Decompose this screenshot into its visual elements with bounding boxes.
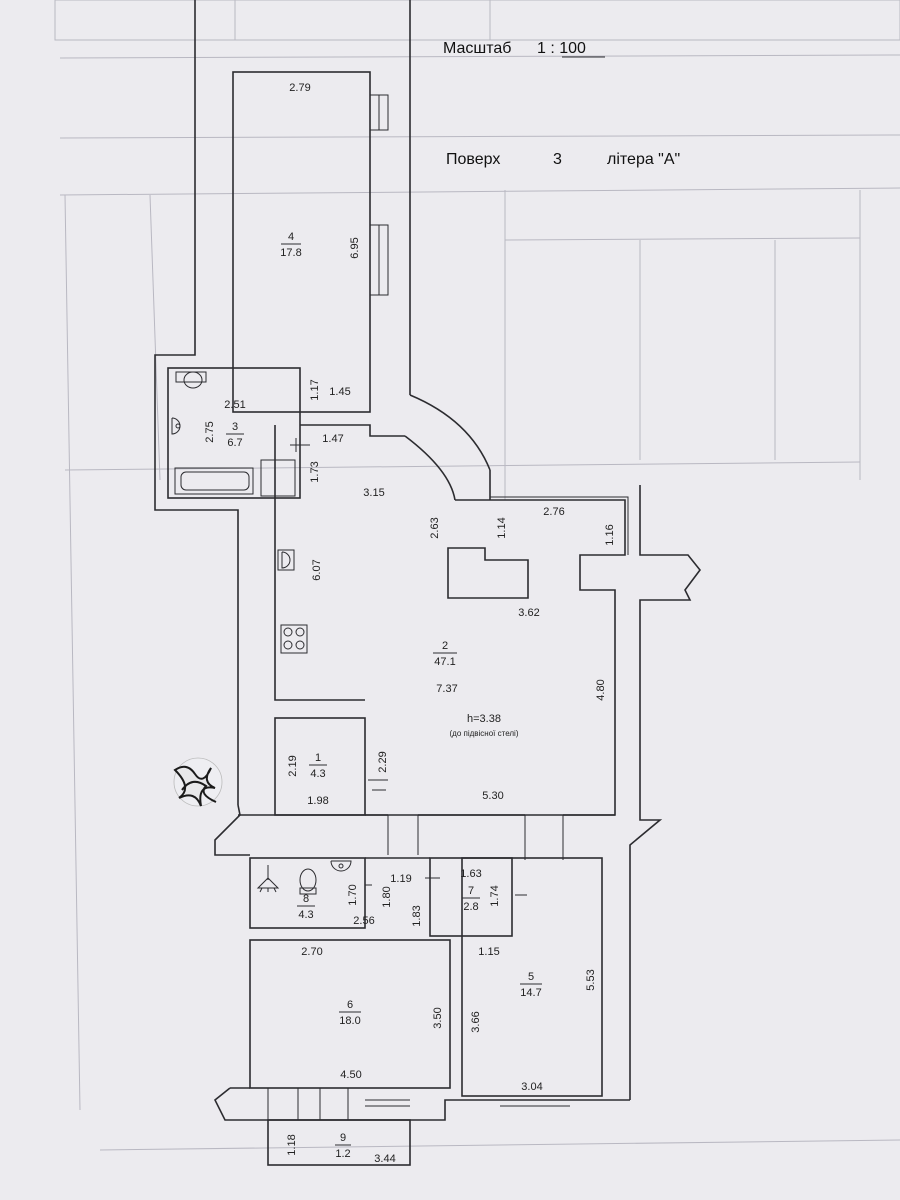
dimension-label: 2.29 bbox=[377, 751, 389, 772]
room-4-label: 4 17.8 bbox=[280, 231, 301, 259]
dimension-label: 5.30 bbox=[482, 790, 503, 802]
room-number: 2 bbox=[442, 640, 448, 652]
dimension-label: 1.80 bbox=[381, 886, 393, 907]
ceiling-height: h=3.38 bbox=[467, 713, 501, 725]
dimension-label: 2.75 bbox=[204, 421, 216, 442]
toilet-icon bbox=[175, 371, 207, 389]
room-area: 6.7 bbox=[227, 437, 242, 449]
room-1-label: 1 4.3 bbox=[309, 752, 327, 780]
dimension-label: 2.79 bbox=[289, 82, 310, 94]
shower-icon bbox=[256, 865, 280, 893]
dimension-label: 3.15 bbox=[363, 487, 384, 499]
redacted-stamp bbox=[173, 757, 223, 807]
dimension-label: 2.56 bbox=[353, 915, 374, 927]
room-area: 4.3 bbox=[298, 909, 313, 921]
dimension-label: 6.95 bbox=[349, 237, 361, 258]
dimension-label: 3.66 bbox=[470, 1011, 482, 1032]
scale-label: Масштаб bbox=[443, 40, 511, 57]
room-area: 2.8 bbox=[463, 901, 478, 913]
dimension-label: 1.19 bbox=[390, 873, 411, 885]
dimension-label: 2.63 bbox=[429, 517, 441, 538]
dimension-label: 1.14 bbox=[496, 517, 508, 538]
dimension-label: 2.76 bbox=[543, 506, 564, 518]
room-2-label: 2 47.1 bbox=[433, 640, 457, 668]
room-area: 14.7 bbox=[520, 987, 541, 999]
room-number: 7 bbox=[468, 885, 474, 897]
dimension-label: 1.18 bbox=[286, 1134, 298, 1155]
dimension-label: 1.83 bbox=[411, 905, 423, 926]
fixtures bbox=[171, 371, 352, 895]
room-number: 9 bbox=[340, 1132, 346, 1144]
scale-value: 1 : 100 bbox=[537, 40, 586, 57]
dimension-label: 3.04 bbox=[521, 1081, 542, 1093]
dimension-label: 5.53 bbox=[585, 969, 597, 990]
room-area: 47.1 bbox=[434, 656, 455, 668]
room-number: 6 bbox=[347, 999, 353, 1011]
ceiling-note: (до підвісної стелі) bbox=[450, 729, 519, 738]
room-number: 1 bbox=[315, 752, 321, 764]
dimension-label: 2.51 bbox=[224, 399, 245, 411]
dimension-label: 4.50 bbox=[340, 1069, 361, 1081]
letter-label: літера "А" bbox=[607, 151, 680, 168]
floor-label: Поверх bbox=[446, 151, 500, 168]
dimension-label: 1.47 bbox=[322, 433, 343, 445]
sink-icon bbox=[330, 860, 352, 872]
room-number: 5 bbox=[528, 971, 534, 983]
dimension-label: 1.45 bbox=[329, 386, 350, 398]
dimension-label: 2.70 bbox=[301, 946, 322, 958]
dimension-label: 3.44 bbox=[374, 1153, 395, 1165]
room-number: 8 bbox=[303, 893, 309, 905]
floor-value: 3 bbox=[553, 151, 562, 168]
room-number: 3 bbox=[232, 421, 238, 433]
room-3-label: 3 6.7 bbox=[226, 421, 244, 449]
dimension-label: 1.73 bbox=[309, 461, 321, 482]
dimension-label: 1.70 bbox=[347, 884, 359, 905]
room-labels: 4 17.8 3 6.7 2 47.1 1 4.3 8 4.3 7 2.8 bbox=[226, 231, 542, 1160]
room-9-label: 9 1.2 bbox=[335, 1132, 351, 1160]
room-area: 4.3 bbox=[310, 768, 325, 780]
dimension-label: 3.50 bbox=[432, 1007, 444, 1028]
dimension-label: 1.17 bbox=[309, 379, 321, 400]
background-form bbox=[54, 0, 900, 1151]
dimension-label: 2.19 bbox=[287, 755, 299, 776]
dimension-labels: 2.79 6.95 1.17 1.45 2.51 2.75 1.47 1.73 … bbox=[204, 82, 616, 1165]
dimension-label: 1.63 bbox=[460, 868, 481, 880]
room-area: 18.0 bbox=[339, 1015, 360, 1027]
room-area: 1.2 bbox=[335, 1148, 350, 1160]
dimension-label: 7.37 bbox=[436, 683, 457, 695]
dimension-label: 1.16 bbox=[604, 524, 616, 545]
bathtub-icon bbox=[180, 471, 250, 491]
dimension-label: 6.07 bbox=[311, 559, 323, 580]
dimension-label: 3.62 bbox=[518, 607, 539, 619]
room-area: 17.8 bbox=[280, 247, 301, 259]
room-number: 4 bbox=[288, 231, 294, 243]
room-8-label: 8 4.3 bbox=[297, 893, 315, 921]
dimension-label: 4.80 bbox=[595, 679, 607, 700]
sink-icon bbox=[171, 417, 181, 435]
toilet-icon bbox=[299, 868, 317, 895]
dimension-label: 1.74 bbox=[489, 885, 501, 906]
room-5-label: 5 14.7 bbox=[520, 971, 542, 999]
kitchen-sink-icon bbox=[277, 549, 295, 571]
dimension-label: 1.15 bbox=[478, 946, 499, 958]
room-7-label: 7 2.8 bbox=[462, 885, 480, 913]
stove-icon bbox=[280, 624, 308, 654]
room-6-label: 6 18.0 bbox=[339, 999, 361, 1027]
dimension-label: 1.98 bbox=[307, 795, 328, 807]
walls bbox=[154, 0, 702, 1166]
